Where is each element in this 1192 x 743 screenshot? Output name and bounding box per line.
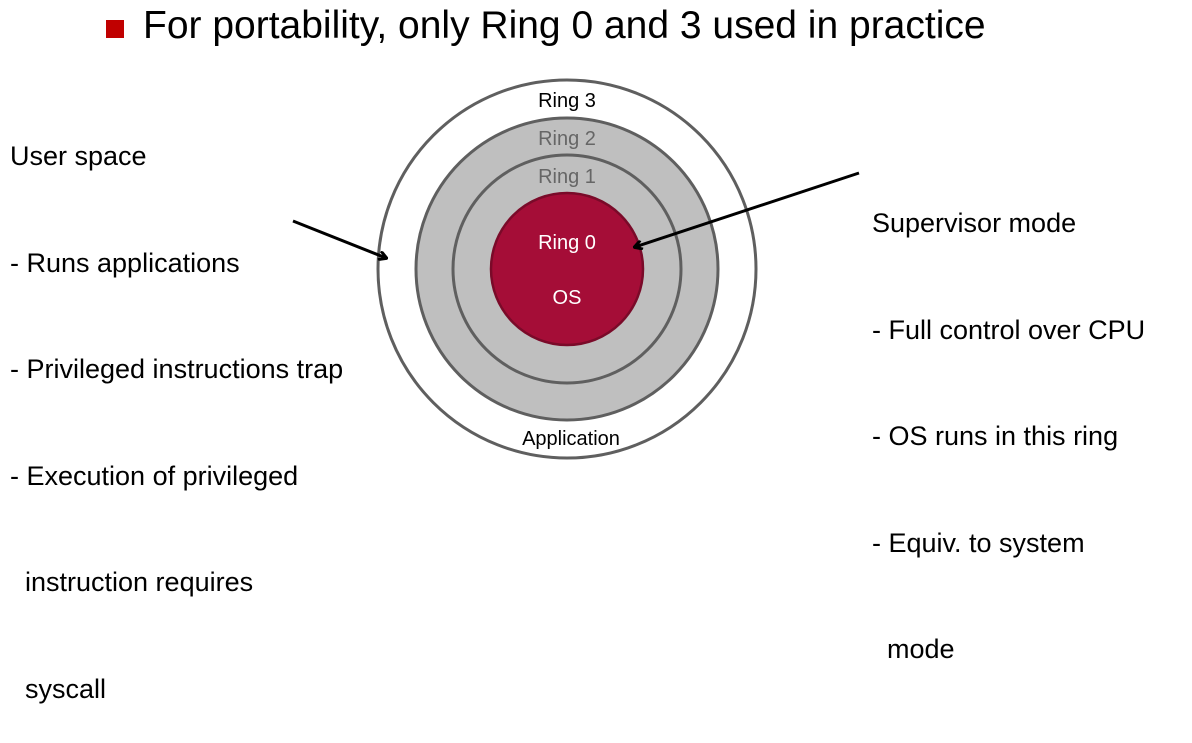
ring-3-label: Ring 3 (538, 90, 596, 112)
slide-title: For portability, only Ring 0 and 3 used … (143, 4, 986, 47)
protection-rings-diagram: Ring 3 Ring 2 Ring 1 Ring 0 OS Applicati… (292, 78, 860, 460)
supervisor-mode-arrow-icon (635, 171, 860, 247)
supervisor-mode-line: - Full control over CPU (872, 314, 1146, 345)
user-space-arrow-icon (292, 219, 386, 258)
application-label: Application (522, 428, 620, 450)
supervisor-mode-heading: Supervisor mode (872, 208, 1077, 238)
user-space-line: - Privileged instructions trap (10, 354, 344, 384)
bullet-square-icon (106, 20, 124, 38)
ring-0-circle (489, 191, 645, 347)
slide-title-row: For portability, only Ring 0 and 3 used … (106, 0, 986, 52)
ring-0-label: Ring 0 (538, 232, 596, 254)
ring-2-label: Ring 2 (538, 128, 596, 150)
ring-1-label: Ring 1 (538, 166, 596, 188)
os-label: OS (553, 287, 582, 309)
user-space-heading: User space (10, 141, 147, 171)
user-space-line: syscall (10, 673, 107, 704)
supervisor-mode-line: - OS runs in this ring (872, 421, 1119, 451)
supervisor-mode-line: mode (872, 634, 955, 664)
supervisor-mode-line: - Equiv. to system (872, 527, 1085, 558)
user-space-line: - Runs applications (10, 247, 240, 278)
user-space-line: instruction requires (10, 567, 254, 597)
